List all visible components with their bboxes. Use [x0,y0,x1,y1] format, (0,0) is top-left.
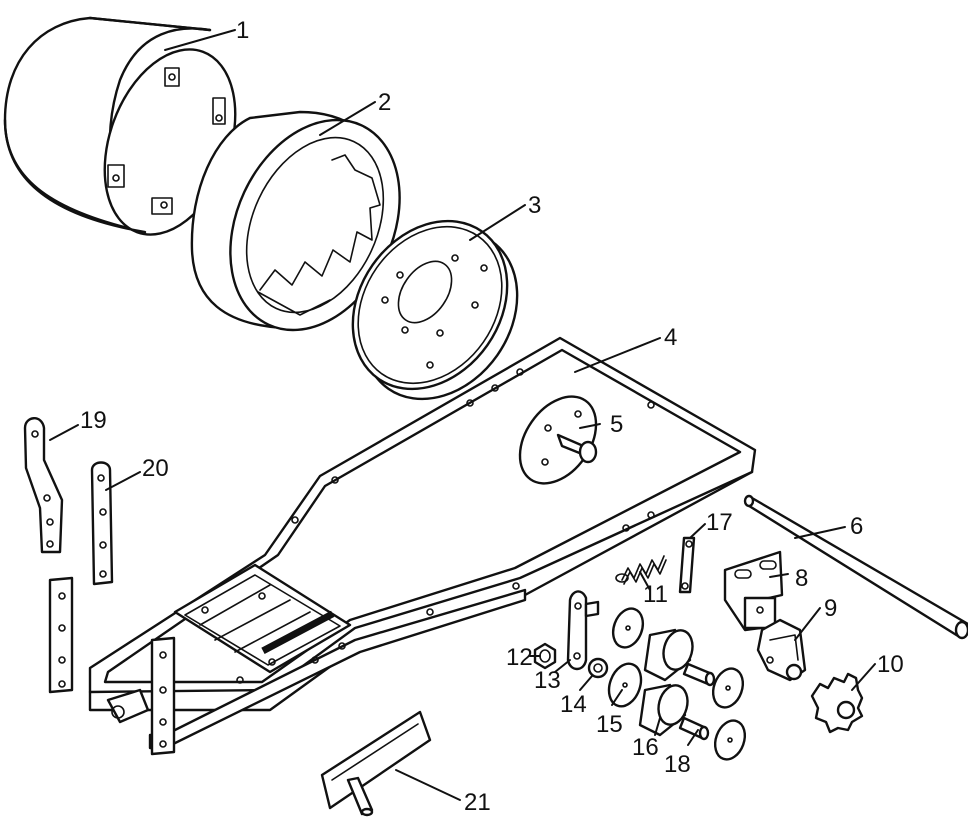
callout-8: 8 [795,565,808,592]
part-19-plate [23,417,64,554]
part-16-rollers [638,628,694,737]
part-9-bearing-housing [756,618,807,682]
part-21-scraper [320,710,432,817]
part-10-sprocket [810,672,864,734]
callout-10: 10 [877,651,904,678]
callout-4: 4 [664,324,677,351]
callout-21: 21 [464,789,491,816]
part-14-nut [587,657,609,679]
callout-12: 12 [506,644,533,671]
part-6-shaft [743,494,968,640]
callout-17: 17 [706,509,733,536]
callout-15: 15 [596,711,623,738]
part-12-bushing [533,642,557,670]
callout-18: 18 [664,751,691,778]
part-17-link [678,536,696,594]
callout-11: 11 [643,581,668,608]
part-20-plate [90,461,114,586]
callout-14: 14 [560,691,587,718]
callout-2: 2 [378,89,391,116]
part-11-spring [615,555,667,585]
callout-3: 3 [528,192,541,219]
callout-19: 19 [80,407,107,434]
part-8-bracket [723,550,784,632]
part-15-washers [607,607,747,761]
callout-13: 13 [534,667,561,694]
callout-9: 9 [824,595,837,622]
part-13-arm [566,590,600,671]
part-2-tyre-ring [190,110,401,332]
callout-16: 16 [632,734,659,761]
callout-5: 5 [610,411,623,438]
part-18-pins [678,662,716,741]
callout-20: 20 [142,455,169,482]
callout-6: 6 [850,513,863,540]
part-3-wheel-disc [351,219,519,401]
callout-1: 1 [236,17,249,44]
part-5-axle-plate [518,395,598,485]
callout-labels: 1 2 3 4 5 6 8 9 10 11 12 13 14 15 16 17 … [80,17,904,816]
leader-lines [49,29,876,801]
